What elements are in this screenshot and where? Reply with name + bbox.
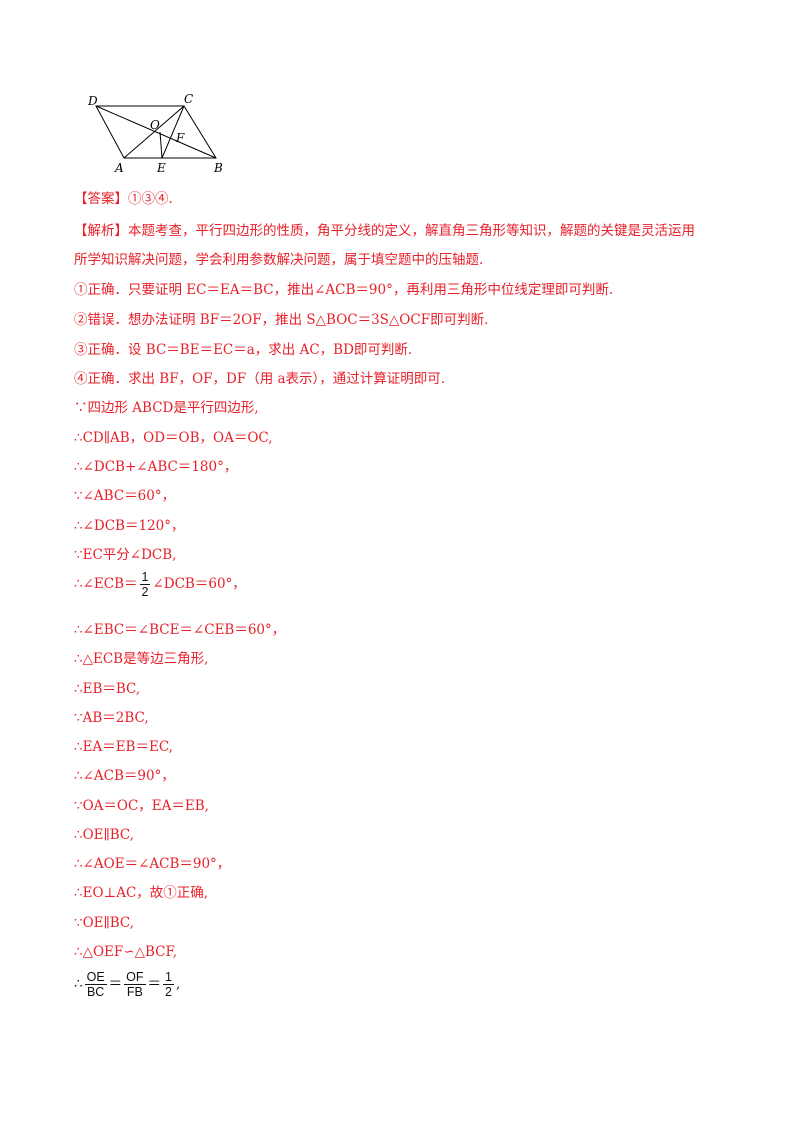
label-e: E [156, 161, 166, 175]
fraction-numerator: OF [124, 970, 146, 985]
label-b: B [213, 161, 223, 175]
parallelogram-figure: D C O F A E B [84, 88, 234, 178]
fraction-denominator: FB [126, 985, 143, 999]
step-line: ∴EO⊥AC，故①正确, [74, 885, 209, 901]
answer-line: 【答案】①③④. [74, 191, 173, 207]
segment-oe [159, 131, 163, 159]
point-1-line: ①正确．只要证明 EC＝EA＝BC，推出∠ACB＝90°，再利用三角形中位线定理… [74, 282, 614, 298]
label-a: A [114, 161, 124, 175]
step-line: ∴OE∥BC, [74, 827, 135, 843]
step-text: , [175, 976, 181, 992]
label-o: O [150, 118, 160, 132]
step-line: ∴EB＝BC, [74, 681, 141, 697]
step-text: ∴∠ECB＝ [74, 576, 138, 592]
step-line: ∴CD∥AB，OD＝OB，OA＝OC, [74, 430, 273, 446]
fraction-numerator: 1 [163, 970, 174, 985]
equals-sign: ＝ [147, 976, 162, 992]
diagonal-ac [123, 105, 185, 159]
step-text: ∠DCB＝60°， [152, 576, 246, 592]
step-line: ∴△OEF∽△BCF, [74, 944, 178, 960]
parallelogram-diagram: D C O F A E B [87, 92, 223, 175]
step-line: ∴△ECB是等边三角形, [74, 651, 209, 667]
step-line: ∵EC平分∠DCB, [74, 547, 177, 563]
step-line: ∵OA＝OC，EA＝EB, [74, 798, 209, 814]
step-line: ∵四边形 ABCD是平行四边形, [74, 400, 259, 416]
point-4-line: ④正确．求出 BF，OF，DF（用 a表示），通过计算证明即可. [74, 371, 446, 387]
fraction-denominator: BC [86, 985, 105, 999]
analysis-line-1: 【解析】本题考查，平行四边形的性质，角平分线的定义，解直角三角形等知识，解题的关… [74, 223, 695, 239]
equals-sign: ＝ [108, 976, 123, 992]
label-f: F [175, 131, 185, 145]
point-2-line: ②错误．想办法证明 BF＝2OF，推出 S△BOC＝3S△OCF即可判断. [74, 312, 489, 328]
fraction-denominator: 2 [141, 585, 149, 599]
point-3-line: ③正确．设 BC＝BE＝EC＝a，求出 AC，BD即可判断. [74, 342, 413, 358]
step-text: ∴ [74, 976, 83, 992]
step-line: ∴∠DCB+∠ABC＝180°， [74, 459, 238, 475]
step-line: ∵OE∥BC, [74, 915, 135, 931]
segment-ec [161, 105, 185, 159]
fraction-denominator: 2 [165, 985, 172, 999]
label-d: D [87, 94, 98, 108]
step-line: ∴∠DCB＝120°， [74, 518, 185, 534]
diagonal-db [95, 105, 217, 159]
fraction-numerator: 1 [139, 570, 151, 585]
step-line: ∴∠EBC＝∠BCE＝∠CEB＝60°， [74, 622, 286, 638]
fraction-numerator: OE [84, 970, 107, 985]
step-line: ∴EA＝EB＝EC, [74, 739, 173, 755]
step-line: ∴∠AOE＝∠ACB＝90°， [74, 856, 231, 872]
label-c: C [184, 92, 193, 106]
analysis-line-2: 所学知识解决问题，学会利用参数解决问题，属于填空题中的压轴题. [74, 252, 484, 268]
step-line: ∵AB＝2BC, [74, 710, 149, 726]
step-line: ∵∠ABC＝60°， [74, 488, 176, 504]
step-line: ∴∠ACB＝90°， [74, 768, 175, 784]
